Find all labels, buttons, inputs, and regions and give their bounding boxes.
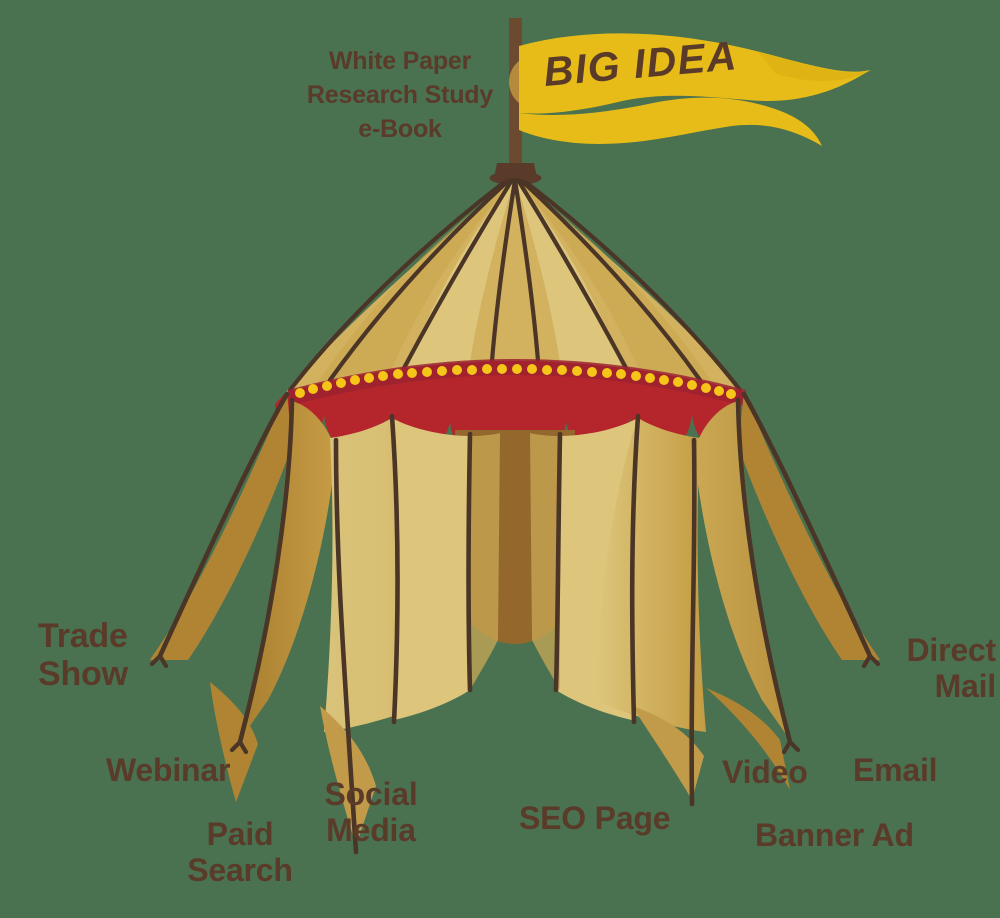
skirt-point-left-inner	[320, 706, 376, 846]
label-email: Email	[853, 752, 938, 788]
tent-roof	[286, 177, 744, 393]
label-seo-page: SEO Page	[519, 800, 671, 836]
skirt-point-left-outer	[210, 682, 258, 802]
skirt-panel-far-right	[738, 392, 880, 660]
label-direct-mail: Direct Mail	[906, 632, 996, 704]
label-social-media: Social Media	[324, 776, 418, 848]
label-webinar: Webinar	[106, 752, 231, 788]
skirt-wall-center-left	[392, 418, 470, 720]
skirt-shade-right	[530, 433, 560, 690]
label-trade-show: Trade Show	[38, 617, 128, 694]
skirt-point-right-outer	[706, 688, 790, 790]
skirt-panel-left-outer	[240, 400, 336, 740]
top-asset-labels: White Paper Research Study e-Book	[306, 47, 494, 143]
skirt-panel-far-left	[150, 392, 292, 660]
skirt-point-right-inner	[632, 706, 704, 800]
big-idea-flag: BIG IDEA	[509, 32, 872, 146]
label-banner-ad: Banner Ad	[755, 817, 914, 853]
label-video: Video	[722, 754, 808, 790]
skirt-wall-right	[594, 418, 706, 732]
tent-skirt	[149, 391, 881, 855]
skirt-shade-left	[470, 433, 500, 690]
valance-dots	[295, 364, 736, 399]
label-paid-search: Paid Search	[187, 816, 293, 888]
skirt-panel-right-outer	[694, 400, 790, 740]
